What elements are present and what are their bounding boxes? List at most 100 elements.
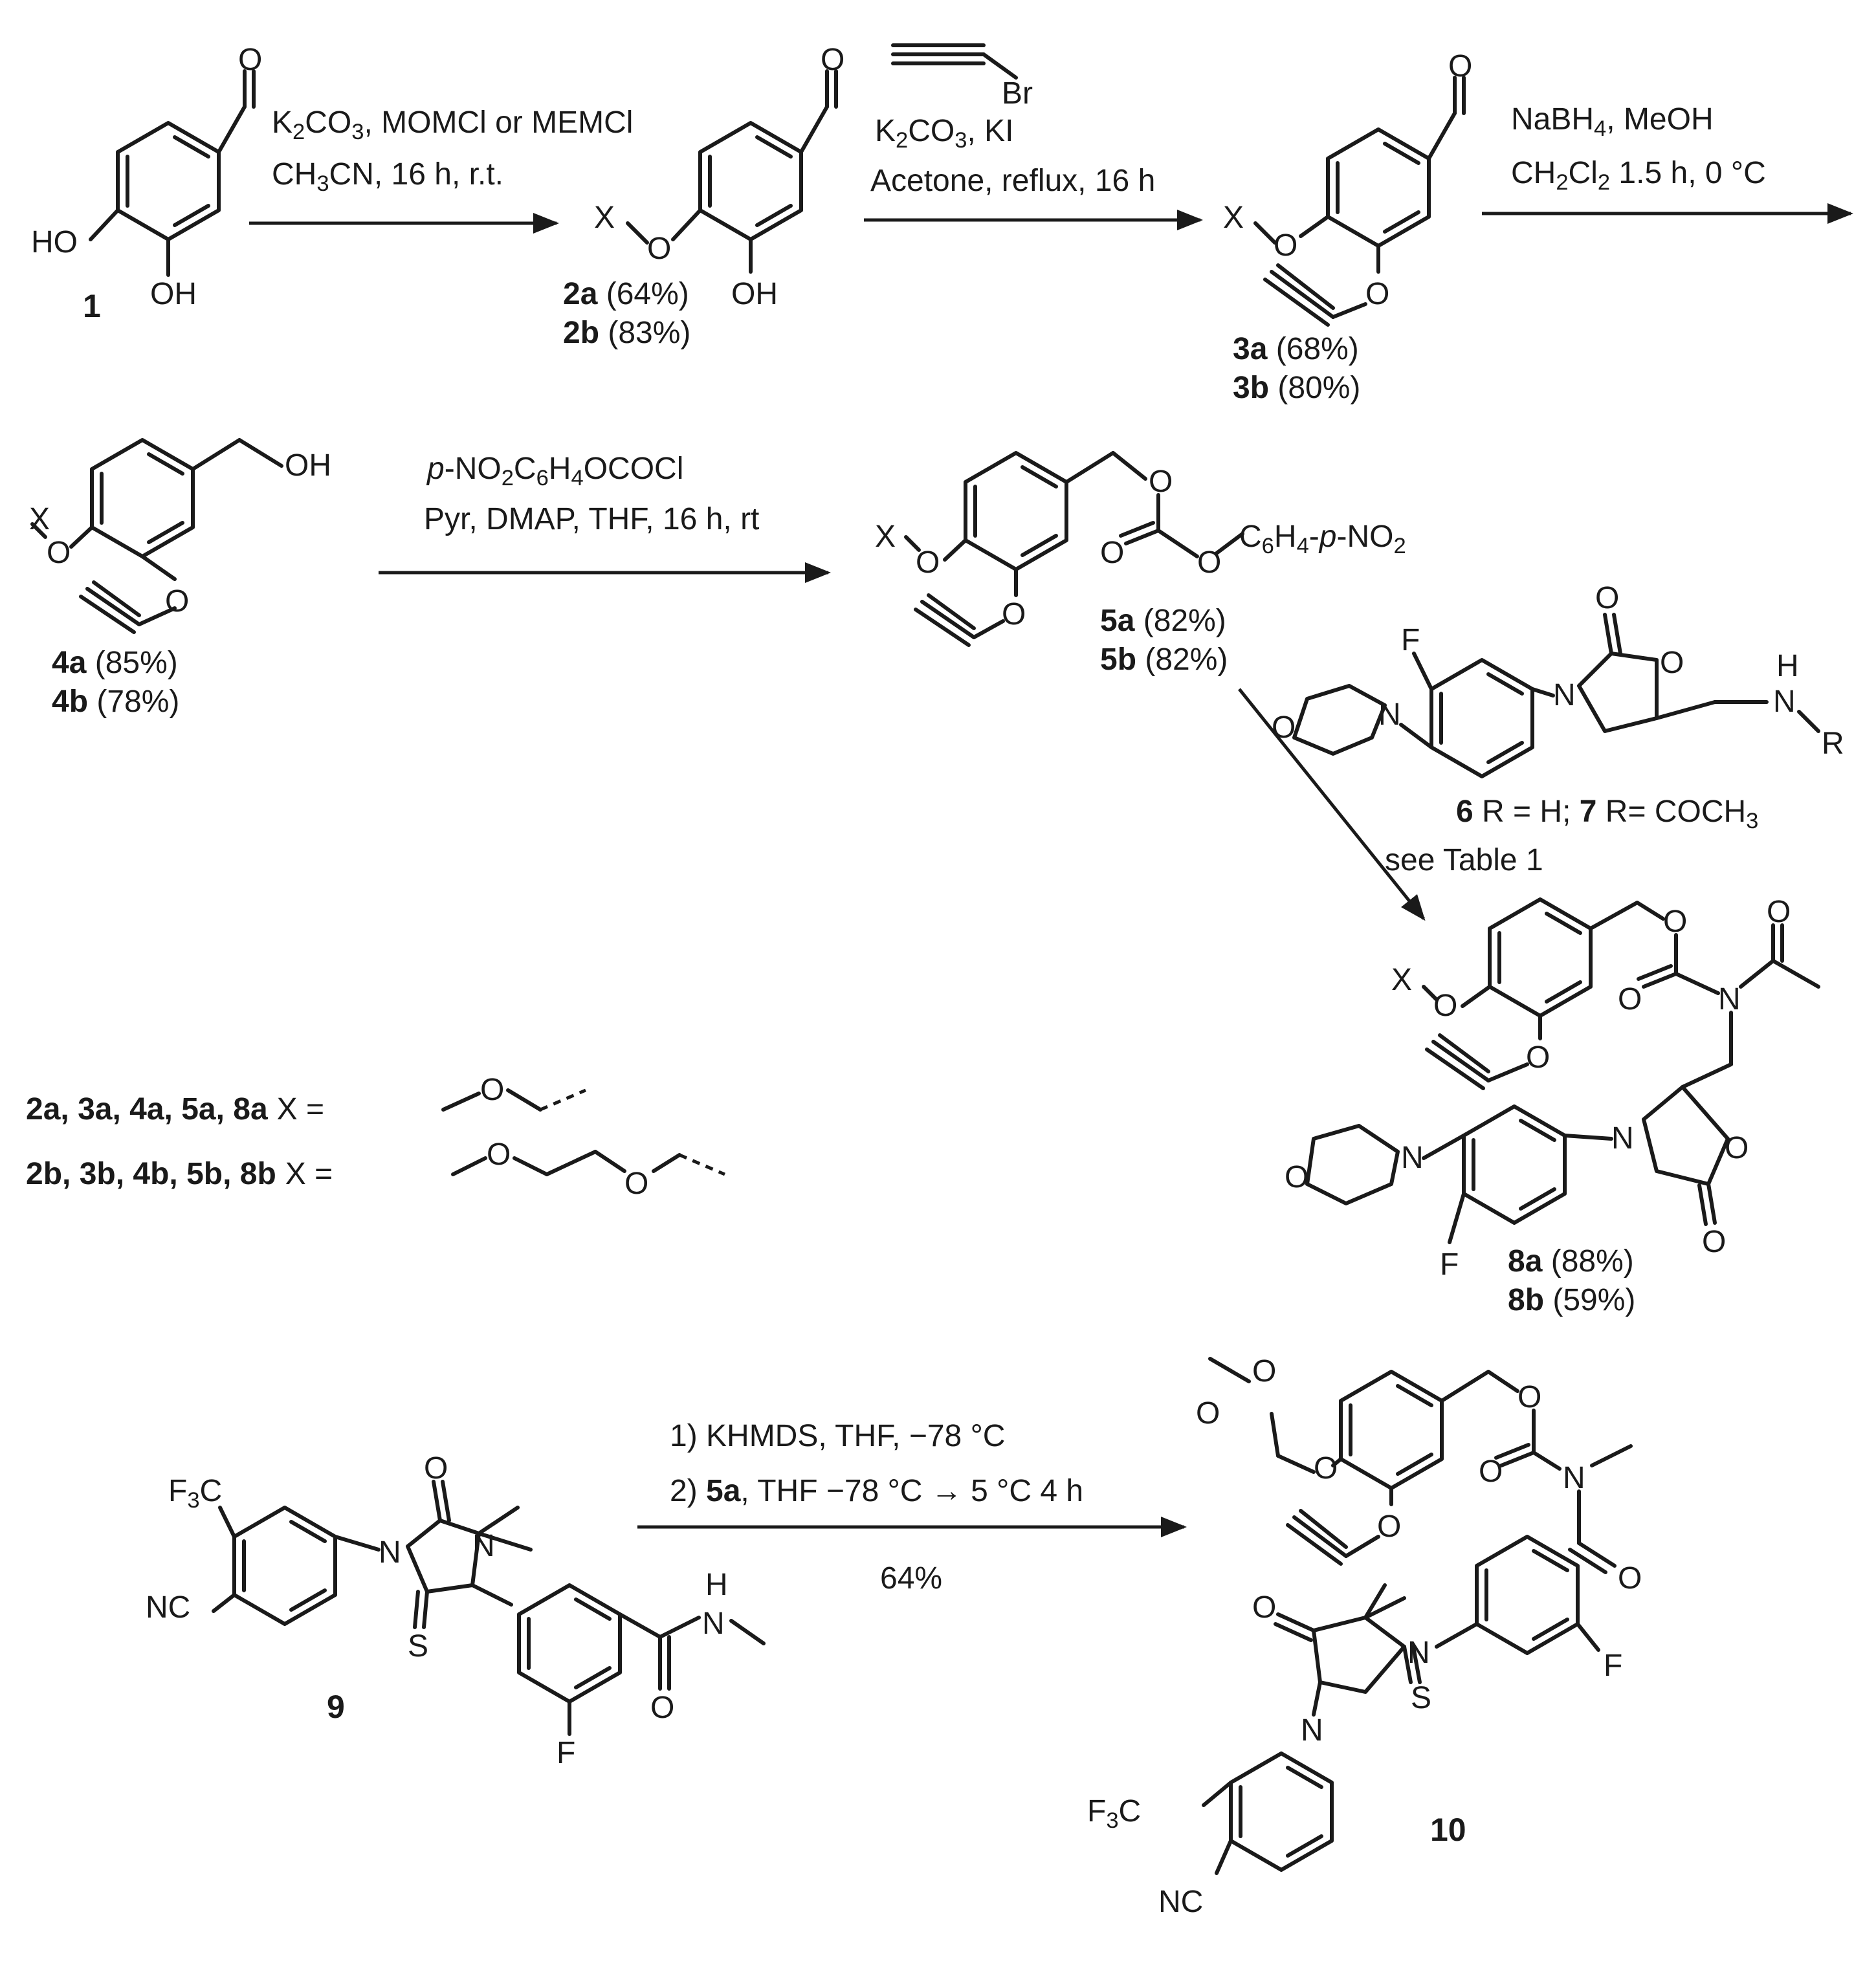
atom-x: X xyxy=(29,502,50,536)
atom-f: F xyxy=(1401,623,1420,657)
mem-group-structure xyxy=(451,1150,725,1176)
atom-h: H xyxy=(1776,649,1799,683)
atom-o: O xyxy=(480,1073,504,1107)
atom-o: O xyxy=(1377,1509,1401,1544)
atom-o: O xyxy=(1479,1455,1503,1489)
atom-o: O xyxy=(1274,228,1297,263)
compound-2-structure xyxy=(626,69,838,274)
atom-oh: OH xyxy=(150,277,197,311)
atom-o: O xyxy=(1252,1354,1276,1389)
atom-o: O xyxy=(1100,536,1124,570)
atom-n: N xyxy=(1773,685,1796,719)
atom-o: O xyxy=(1314,1451,1338,1486)
step1-conditions-line2: CH3CN, 16 h, r.t. xyxy=(272,157,503,196)
step3-conditions-line2: CH2Cl2 1.5 h, 0 °C xyxy=(1511,156,1766,195)
step6-conditions-line2: 2) 5a, THF −78 °C → 5 °C 4 h xyxy=(670,1474,1083,1508)
atom-n: N xyxy=(472,1529,495,1563)
compound-label-3a: 3a (68%) xyxy=(1233,332,1359,366)
atom-br: Br xyxy=(1002,76,1033,111)
compound-label-2b: 2b (83%) xyxy=(563,316,690,350)
atom-x: X xyxy=(1223,201,1244,235)
atom-o: O xyxy=(1526,1040,1550,1075)
atom-x: X xyxy=(875,520,896,554)
atom-o: O xyxy=(821,43,844,77)
atom-o: O xyxy=(1197,545,1221,580)
atom-n: N xyxy=(379,1535,401,1570)
compound-label-6-7: 6 R = H; 7 R= COCH3 xyxy=(1456,795,1758,833)
compound-4-structure xyxy=(30,438,283,634)
step4-conditions-line1: p-NO2C6H4OCOCl xyxy=(426,452,683,490)
atom-o: O xyxy=(424,1451,448,1486)
atom-o: O xyxy=(1448,49,1472,83)
atom-o: O xyxy=(1618,1561,1642,1596)
atom-o: O xyxy=(47,536,71,570)
atom-n: N xyxy=(1611,1121,1634,1156)
atom-f: F xyxy=(557,1736,575,1770)
compound-label-1: 1 xyxy=(83,288,101,324)
atom-oh: OH xyxy=(731,277,778,311)
atom-nc: NC xyxy=(146,1590,190,1625)
atom-n: N xyxy=(702,1607,725,1641)
atom-o: O xyxy=(1272,710,1296,745)
atom-n: N xyxy=(1401,1141,1424,1175)
compound-label-8b: 8b (59%) xyxy=(1508,1283,1635,1317)
atom-o: O xyxy=(1433,989,1457,1023)
step5-arrow xyxy=(1238,688,1426,921)
step2-conditions-line2: Acetone, reflux, 16 h xyxy=(870,164,1155,198)
compound-label-8a: 8a (88%) xyxy=(1508,1244,1634,1279)
compound-1-structure xyxy=(89,69,256,277)
atom-r: R xyxy=(1822,727,1844,761)
atom-n: N xyxy=(1718,982,1741,1016)
f3c-group: F3C xyxy=(168,1474,222,1513)
compound-label-4a: 4a (85%) xyxy=(52,646,178,680)
atom-o: O xyxy=(650,1691,674,1725)
atom-o: O xyxy=(647,232,671,266)
atom-f: F xyxy=(1604,1649,1622,1683)
atom-o: O xyxy=(1725,1131,1749,1165)
atom-x: X xyxy=(1391,963,1412,997)
f3c-group: F3C xyxy=(1087,1794,1141,1833)
compound-label-5a: 5a (82%) xyxy=(1100,604,1226,638)
atom-o: O xyxy=(1660,646,1684,680)
atom-n: N xyxy=(1563,1461,1585,1495)
atom-o: O xyxy=(1618,982,1642,1016)
aryl-substituent: C6H4-p-NO2 xyxy=(1239,520,1406,558)
step1-conditions-line1: K2CO3, MOMCl or MEMCl xyxy=(272,105,633,144)
atom-o: O xyxy=(238,43,262,77)
atom-o: O xyxy=(1663,905,1687,939)
compound-label-5b: 5b (82%) xyxy=(1100,642,1228,677)
step3-conditions-line1: NaBH4, MeOH xyxy=(1511,102,1714,141)
atom-nc: NC xyxy=(1158,1885,1203,1919)
atom-o: O xyxy=(1196,1396,1220,1431)
compound-6-7-structure xyxy=(1292,613,1820,778)
step5-conditions: see Table 1 xyxy=(1385,843,1543,877)
atom-o: O xyxy=(1702,1225,1726,1259)
compound-3-structure xyxy=(1253,76,1466,327)
atom-o: O xyxy=(1002,597,1026,631)
atom-ho: HO xyxy=(31,225,78,259)
atom-o: O xyxy=(916,545,940,580)
compound-8-structure xyxy=(1305,897,1820,1244)
compound-label-3b: 3b (80%) xyxy=(1233,371,1360,405)
atom-s: S xyxy=(408,1629,428,1663)
compound-5-structure xyxy=(904,451,1244,647)
mom-group-structure xyxy=(441,1088,586,1112)
atom-o: O xyxy=(1149,465,1173,499)
compound-label-4b: 4b (78%) xyxy=(52,685,179,719)
atom-oh: OH xyxy=(285,448,331,483)
step2-conditions-line1: K2CO3, KI xyxy=(875,114,1013,153)
compound-label-9: 9 xyxy=(327,1689,345,1725)
atom-o: O xyxy=(165,584,189,619)
atom-o: O xyxy=(624,1167,648,1201)
atom-o: O xyxy=(1517,1380,1541,1414)
atom-o: O xyxy=(487,1137,511,1172)
atom-o: O xyxy=(1767,895,1791,929)
atom-n: N xyxy=(1301,1713,1323,1748)
atom-o: O xyxy=(1365,277,1389,311)
atom-h: H xyxy=(705,1568,728,1602)
atom-o: O xyxy=(1595,581,1619,615)
compound-10-structure xyxy=(1202,1357,1633,1875)
atom-n: N xyxy=(1553,678,1576,712)
